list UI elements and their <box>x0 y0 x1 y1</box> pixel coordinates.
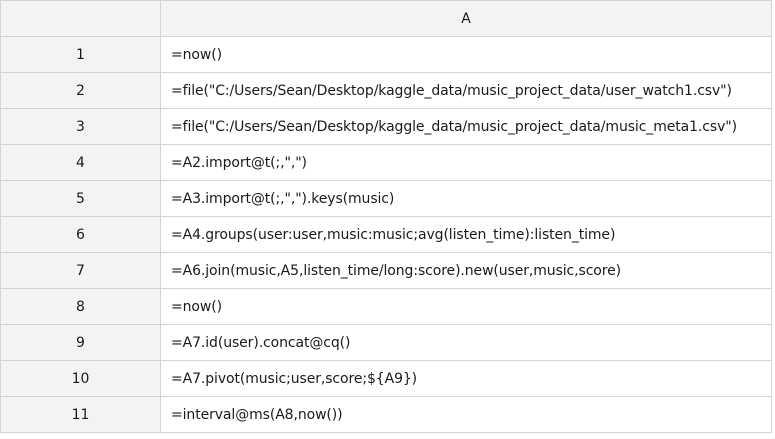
table-row: 9 =A7.id(user).concat@cq() <box>0 324 772 361</box>
cell-a10[interactable]: =A7.pivot(music;user,score;${A9}) <box>160 360 772 397</box>
cell-a8[interactable]: =now() <box>160 288 772 325</box>
table-row: 8 =now() <box>0 288 772 325</box>
corner-cell[interactable] <box>0 0 161 37</box>
cell-a9[interactable]: =A7.id(user).concat@cq() <box>160 324 772 361</box>
row-header[interactable]: 2 <box>0 72 161 109</box>
cell-a11[interactable]: =interval@ms(A8,now()) <box>160 396 772 433</box>
row-header[interactable]: 1 <box>0 36 161 73</box>
cell-a1[interactable]: =now() <box>160 36 772 73</box>
table-row: 5 =A3.import@t(;,",").keys(music) <box>0 180 772 217</box>
column-header-row: A <box>0 0 772 37</box>
row-header[interactable]: 10 <box>0 360 161 397</box>
cell-a2[interactable]: =file("C:/Users/Sean/Desktop/kaggle_data… <box>160 72 772 109</box>
table-row: 6 =A4.groups(user:user,music:music;avg(l… <box>0 216 772 253</box>
row-header[interactable]: 8 <box>0 288 161 325</box>
cell-a4[interactable]: =A2.import@t(;,",") <box>160 144 772 181</box>
table-row: 3 =file("C:/Users/Sean/Desktop/kaggle_da… <box>0 108 772 145</box>
cell-a5[interactable]: =A3.import@t(;,",").keys(music) <box>160 180 772 217</box>
row-header[interactable]: 11 <box>0 396 161 433</box>
table-row: 11 =interval@ms(A8,now()) <box>0 396 772 433</box>
cell-a7[interactable]: =A6.join(music,A5,listen_time/long:score… <box>160 252 772 289</box>
row-header[interactable]: 4 <box>0 144 161 181</box>
table-row: 2 =file("C:/Users/Sean/Desktop/kaggle_da… <box>0 72 772 109</box>
table-row: 4 =A2.import@t(;,",") <box>0 144 772 181</box>
row-header[interactable]: 7 <box>0 252 161 289</box>
table-row: 1 =now() <box>0 36 772 73</box>
column-header-a[interactable]: A <box>160 0 772 37</box>
row-header[interactable]: 9 <box>0 324 161 361</box>
cell-a6[interactable]: =A4.groups(user:user,music:music;avg(lis… <box>160 216 772 253</box>
table-row: 10 =A7.pivot(music;user,score;${A9}) <box>0 360 772 397</box>
row-header[interactable]: 6 <box>0 216 161 253</box>
cell-a3[interactable]: =file("C:/Users/Sean/Desktop/kaggle_data… <box>160 108 772 145</box>
row-header[interactable]: 5 <box>0 180 161 217</box>
row-header[interactable]: 3 <box>0 108 161 145</box>
table-row: 7 =A6.join(music,A5,listen_time/long:sco… <box>0 252 772 289</box>
